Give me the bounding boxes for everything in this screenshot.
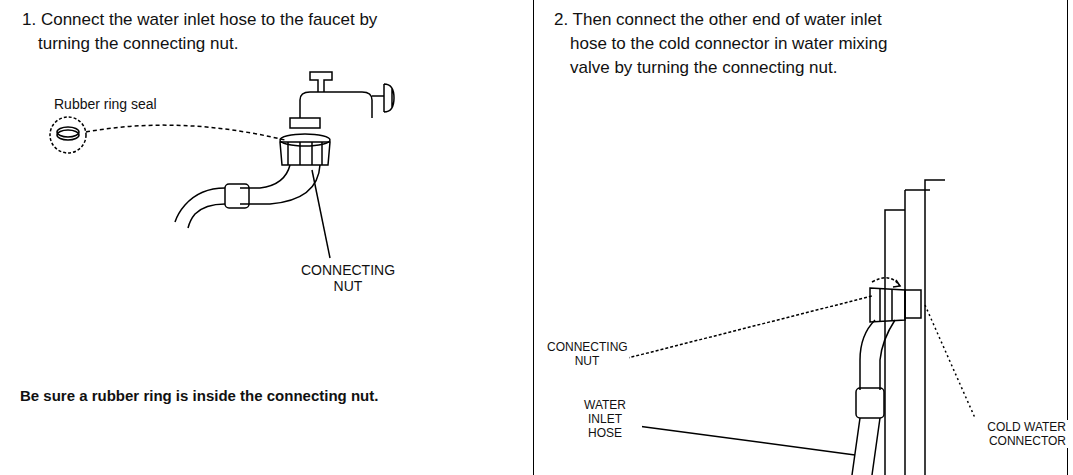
note-text: Be sure a rubber ring is inside the conn…	[20, 386, 520, 406]
part-label: Rubber ring seal	[52, 96, 166, 112]
part-label: COLD WATER CONNECTOR	[964, 420, 1068, 448]
part-label: CONNECTING NUT	[545, 340, 629, 368]
faucet-drawing	[50, 72, 394, 258]
part-label: CONNECTING NUT	[296, 262, 400, 294]
step-panel: 1. Connect the water inlet hose to the f…	[0, 0, 534, 475]
part-label: WATER INLET HOSE	[568, 398, 642, 440]
step-instruction: 2. Then connect the other end of water i…	[554, 8, 920, 80]
step-instruction: 1. Connect the water inlet hose to the f…	[22, 8, 378, 56]
valve-drawing	[612, 180, 975, 475]
